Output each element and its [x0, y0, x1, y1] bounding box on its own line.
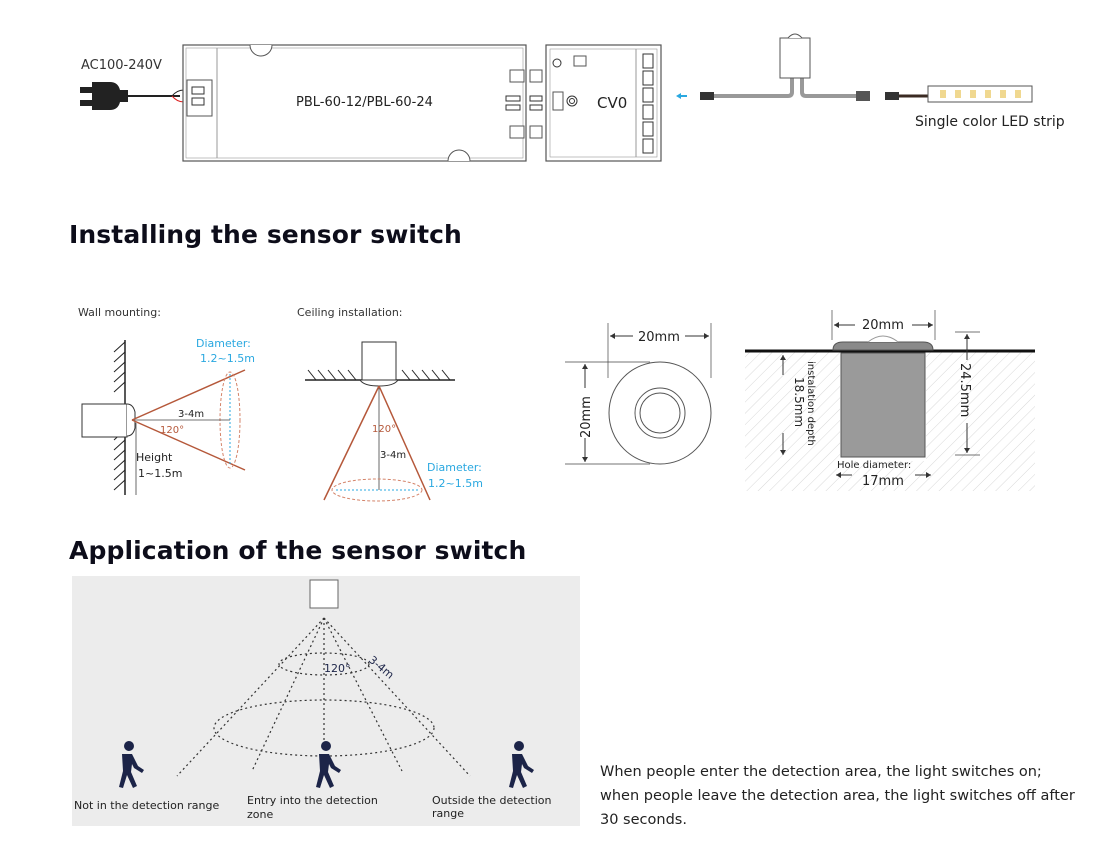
wall-distance-label: 3-4m — [178, 409, 204, 420]
ceiling-angle-label: 120° — [372, 424, 396, 435]
install-depth-value: 18.5mm — [792, 377, 806, 427]
direction-arrow-icon — [676, 93, 687, 99]
wall-diameter-label: Diameter: — [196, 337, 251, 350]
person-outside-right-icon — [509, 741, 534, 788]
person-outside-left-icon — [119, 741, 144, 788]
caption-outside-range: Outside the detection range — [432, 794, 552, 820]
controller-model-label: CV0 — [597, 94, 628, 112]
wall-diameter-value: 1.2~1.5m — [200, 352, 255, 365]
ceiling-diameter-value: 1.2~1.5m — [428, 477, 483, 490]
ceiling-installation-title: Ceiling installation: — [297, 306, 403, 319]
front-height-label: 20mm — [579, 396, 594, 438]
wall-mounting-diagram: 3-4m 120° Diameter: 1.2~1.5m Height 1~1.… — [81, 337, 255, 495]
caption-entry-zone: Entry into the detection zone — [247, 794, 378, 821]
driver-box — [182, 44, 527, 162]
sensor-cable — [700, 33, 928, 101]
led-strip-label: Single color LED strip — [915, 114, 1065, 130]
application-angle-label: 120° — [324, 662, 351, 675]
application-range-label: 3-4m — [366, 653, 396, 681]
application-panel: 120° 3-4m Not in the detection range Ent… — [72, 576, 580, 826]
driver-model-label: PBL-60-12/PBL-60-24 — [296, 95, 433, 110]
ceiling-distance-label: 3-4m — [380, 450, 406, 461]
application-description: When people enter the detection area, th… — [600, 764, 1075, 828]
ceiling-diameter-label: Diameter: — [427, 461, 482, 474]
hole-diameter-value: 17mm — [862, 474, 904, 489]
controller-box — [529, 44, 662, 162]
application-heading: Application of the sensor switch — [69, 536, 527, 565]
wall-height-value: 1~1.5m — [138, 467, 182, 480]
install-depth-label: instalation depth — [805, 361, 816, 446]
person-in-zone-icon — [316, 741, 341, 788]
total-depth-label: 24.5mm — [957, 363, 972, 417]
led-strip-icon — [927, 85, 1033, 103]
wall-mounting-title: Wall mounting: — [78, 306, 161, 319]
power-plug-icon — [80, 82, 185, 110]
ceiling-installation-diagram: 120° 3-4m Diameter: 1.2~1.5m — [305, 341, 483, 502]
caption-not-in-range: Not in the detection range — [74, 799, 220, 812]
installing-heading: Installing the sensor switch — [69, 220, 462, 249]
wall-height-label: Height — [136, 451, 173, 464]
detection-zone-diagram: 120° 3-4m — [119, 579, 534, 788]
hole-diameter-label: Hole diameter: — [837, 460, 911, 471]
wiring-diagram — [80, 33, 1033, 162]
wall-angle-label: 120° — [160, 425, 184, 436]
side-width-label: 20mm — [862, 318, 904, 333]
input-voltage-label: AC100-240V — [81, 58, 162, 73]
front-width-label: 20mm — [638, 330, 680, 345]
sensor-front-dimension-diagram: 20mm 20mm — [565, 323, 712, 465]
sensor-side-dimension-diagram: 20mm 24.5mm 18.5mm instalation depth Hol… — [745, 310, 1035, 491]
